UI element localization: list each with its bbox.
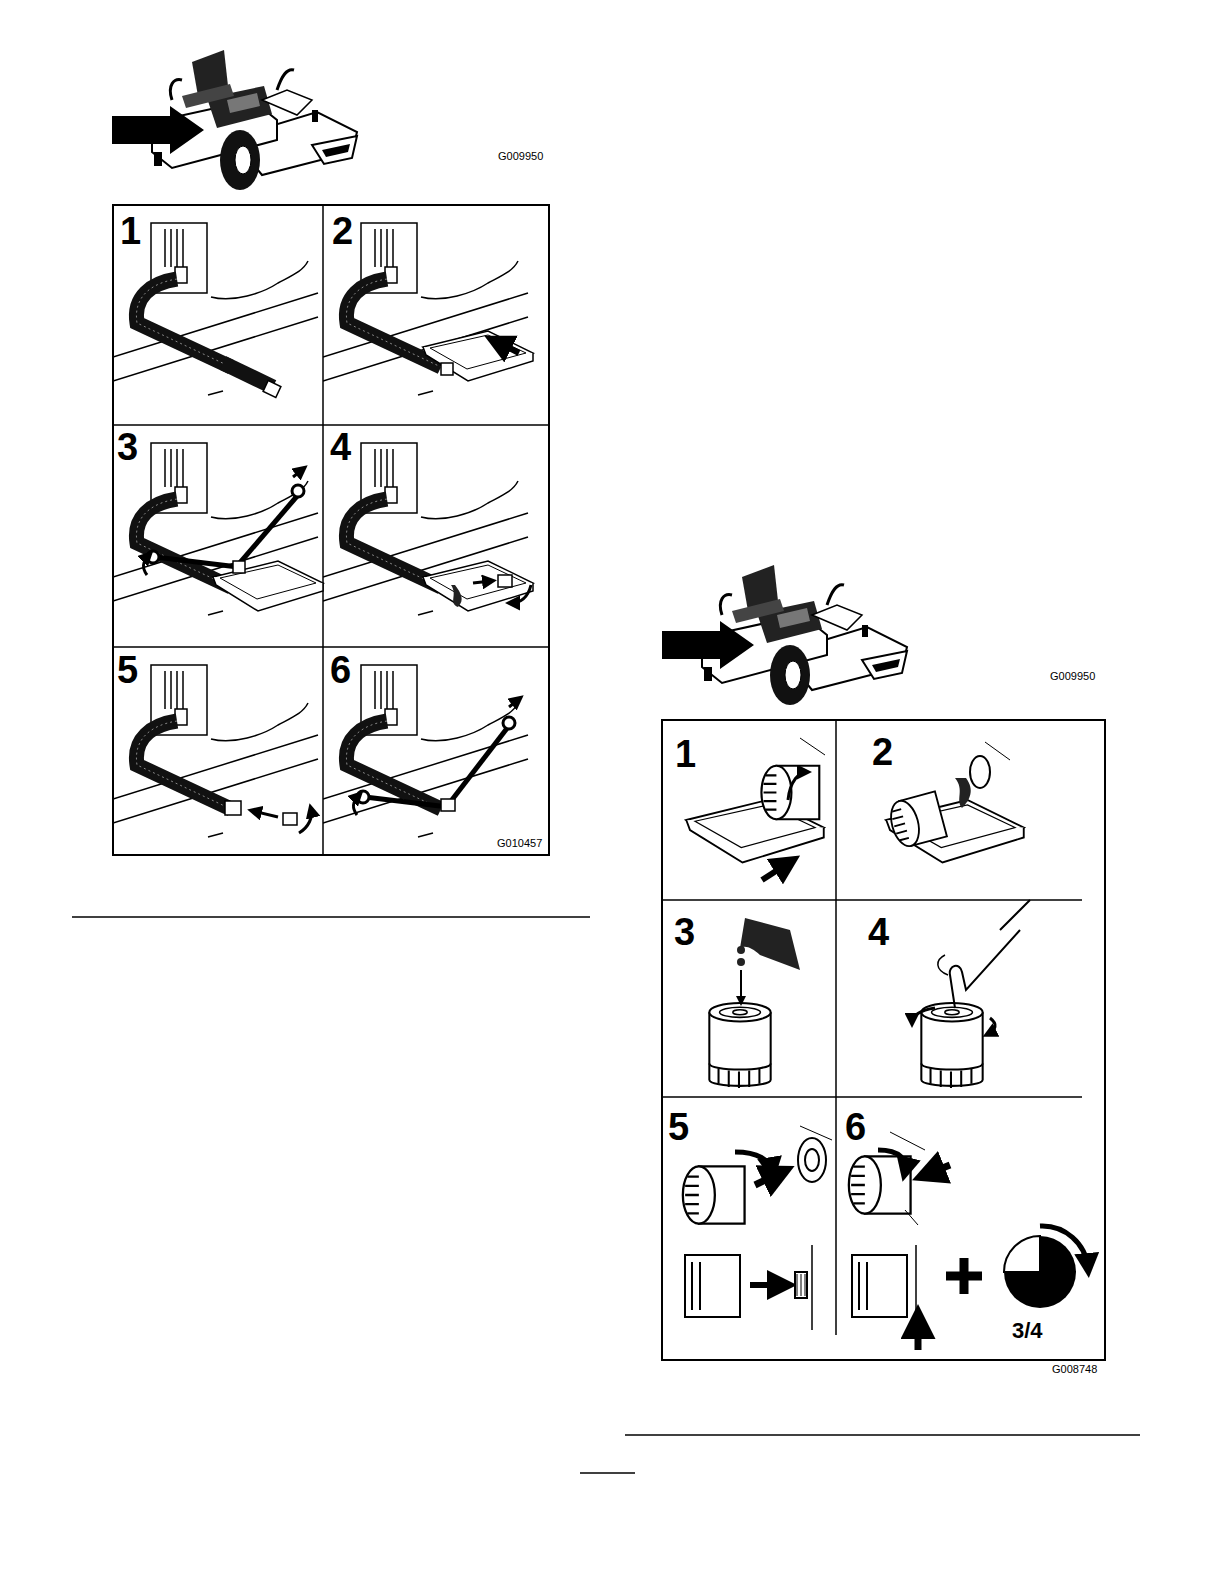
figure-code: G009950: [498, 151, 543, 162]
figure-code: G010457: [497, 838, 542, 849]
figure-code: G008748: [1052, 1364, 1097, 1375]
step-number: 6: [330, 651, 351, 689]
step-number: 6: [845, 1108, 866, 1146]
step-number: 2: [332, 212, 353, 250]
step-number: 3: [117, 428, 138, 466]
figure-code: G009950: [1050, 671, 1095, 682]
step-number: 5: [117, 651, 138, 689]
step-number: 4: [330, 428, 351, 466]
step-number: 4: [868, 913, 889, 951]
step-number: 2: [872, 733, 893, 771]
step-number: 3: [674, 913, 695, 951]
step-number: 1: [120, 212, 141, 250]
step-number: 5: [668, 1108, 689, 1146]
step-number: 1: [675, 735, 696, 773]
fraction-label: 3/4: [1012, 1320, 1043, 1342]
